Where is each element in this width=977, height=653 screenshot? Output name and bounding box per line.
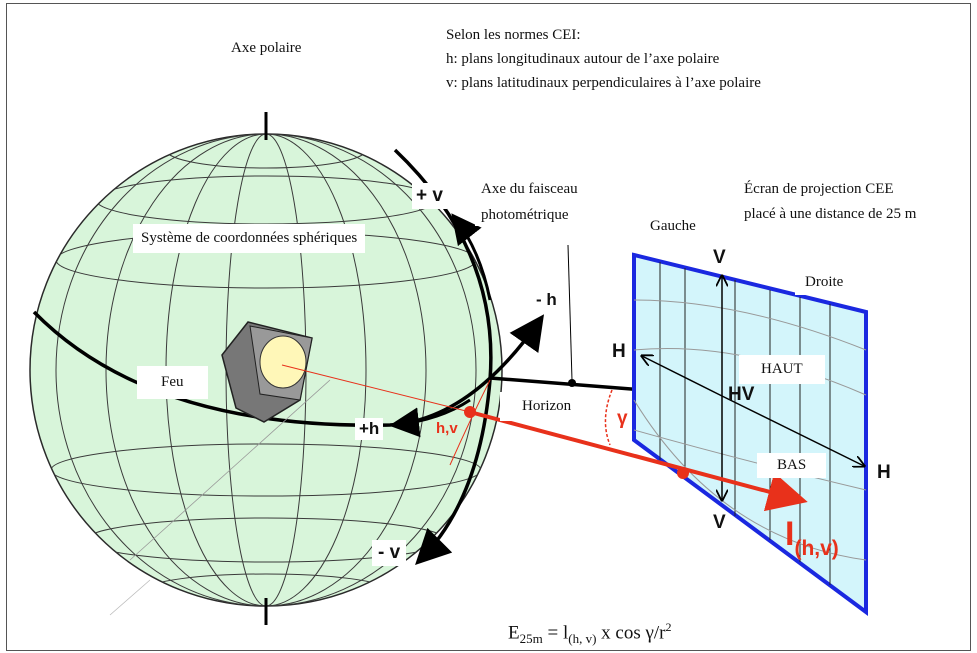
ray-thin [281,364,471,413]
formula-e: E [508,622,520,644]
hv-arc [449,379,491,466]
horizon-label: Horizon [500,392,594,421]
intensity-sub: (h,v) [794,537,839,560]
formula-rest: x cos γ/r [596,622,666,644]
projection-screen [632,252,868,616]
h-right-symbol: H [877,462,891,483]
screen-label-1: Écran de projection CEE [744,181,894,197]
bottom-label: BAS [757,453,827,478]
intensity-main: I [785,515,795,553]
norms-title: Selon les normes CEI: [446,27,581,43]
top-label: HAUT [739,355,825,384]
norms-h-line: h: plans longitudinaux autour de l’axe p… [446,51,720,67]
lamp-lens [259,335,307,389]
minus-h-symbol: - h [536,290,557,309]
formula-e-sub: 25m [519,631,543,647]
polar-axis-label: Axe polaire [231,40,302,56]
screen-label-2: placé à une distance de 25 m [744,206,917,222]
v-bottom-symbol: V [713,512,726,533]
beam-axis-pointer [567,244,573,381]
plus-v-symbol: + v [412,183,447,209]
coord-system-label: Système de coordonnées sphériques [133,224,366,253]
formula-eq: = l [542,622,569,644]
formula-sup: 2 [665,620,672,634]
left-label: Gauche [640,214,706,239]
ray-red [469,410,808,512]
hv-point [464,406,476,418]
h-axis-right [721,395,864,466]
plus-h-arrow [389,398,471,438]
gamma-arc [604,389,613,446]
beam-axis-label-2: photométrique [475,205,575,226]
norms-v-line: v: plans latitudinaux perpendiculaires à… [446,75,761,91]
h-left-symbol: H [612,341,626,362]
gamma-symbol: γ [617,408,628,429]
formula-l-sub: (h, v) [568,631,597,647]
illuminance-formula: E25m = l(h, v) x cos γ/r2 [508,620,672,647]
plus-v-arrow [451,213,492,301]
plus-h-symbol: +h [355,418,384,440]
right-label: Droite [795,270,854,295]
beam-axis-dot [568,379,576,387]
hv-center-symbol: HV [728,384,755,405]
equator-arc [32,310,545,427]
screen-grid [633,262,867,585]
minus-v-symbol: - v [372,540,407,566]
screen-point [677,467,689,479]
beam-axis-label-1: Axe du faisceau [475,179,584,200]
lamp-label: Feu [137,366,208,399]
v-top-symbol: V [713,247,726,268]
hv-point-label: h,v [436,420,458,437]
intensity-symbol: I(h,v) [785,515,839,560]
h-axis-left [642,356,723,397]
